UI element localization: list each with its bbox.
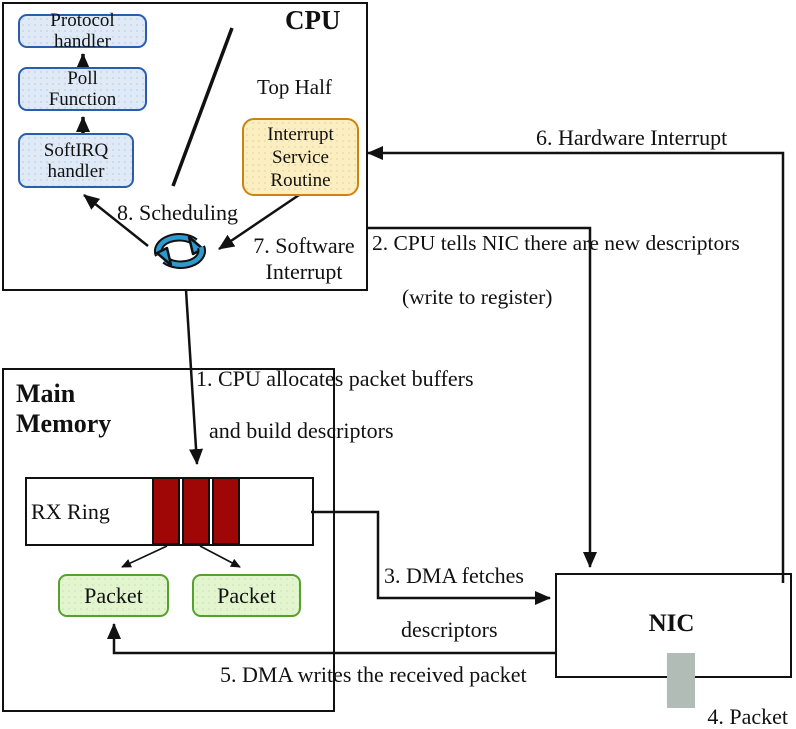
- main-memory-title: Main Memory: [16, 379, 112, 438]
- step1-line2: and build descriptors: [209, 418, 394, 443]
- rx-ring-used-cell: [182, 477, 210, 545]
- packet-box-1: Packet: [58, 574, 169, 617]
- step3-line1: 3. DMA fetches: [384, 563, 524, 588]
- nic-port: [667, 653, 695, 708]
- step1-line1: 1. CPU allocates packet buffers: [196, 366, 474, 391]
- top-half-label: Top Half: [257, 75, 332, 99]
- step6-label: 6. Hardware Interrupt: [536, 125, 728, 150]
- step2-label: 2. CPU tells NIC there are new descripto…: [372, 203, 740, 338]
- scheduling-label: 8. Scheduling: [117, 200, 238, 225]
- step3-line2: descriptors: [401, 617, 498, 642]
- poll-function-box: Poll Function: [18, 67, 147, 111]
- step1-label: 1. CPU allocates packet buffers and buil…: [196, 340, 474, 470]
- step2-line1: 2. CPU tells NIC there are new descripto…: [372, 231, 740, 255]
- cpu-title: CPU: [285, 5, 341, 35]
- packet-box-2: Packet: [192, 574, 301, 617]
- nic-title: NIC: [648, 609, 695, 637]
- step5-label: 5. DMA writes the received packet: [220, 662, 527, 687]
- step4-label: 4. Packet arrives: [690, 676, 788, 729]
- rx-ring-used-descriptors: [152, 477, 240, 545]
- softirq-handler-box: SoftIRQ handler: [18, 133, 134, 188]
- rx-ring-used-cell: [212, 477, 240, 545]
- step3-label: 3. DMA fetches descriptors: [384, 535, 524, 670]
- rx-ring-label: RX Ring: [31, 499, 110, 524]
- interrupt-service-routine-box: Interrupt Service Routine: [242, 118, 359, 196]
- software-interrupt-label: 7. Software Interrupt: [253, 233, 355, 284]
- step2-line2: (write to register): [402, 285, 553, 309]
- step4-line1: 4. Packet: [707, 704, 788, 729]
- protocol-handler-box: Protocol handler: [18, 10, 147, 52]
- rx-ring-used-cell: [152, 477, 180, 545]
